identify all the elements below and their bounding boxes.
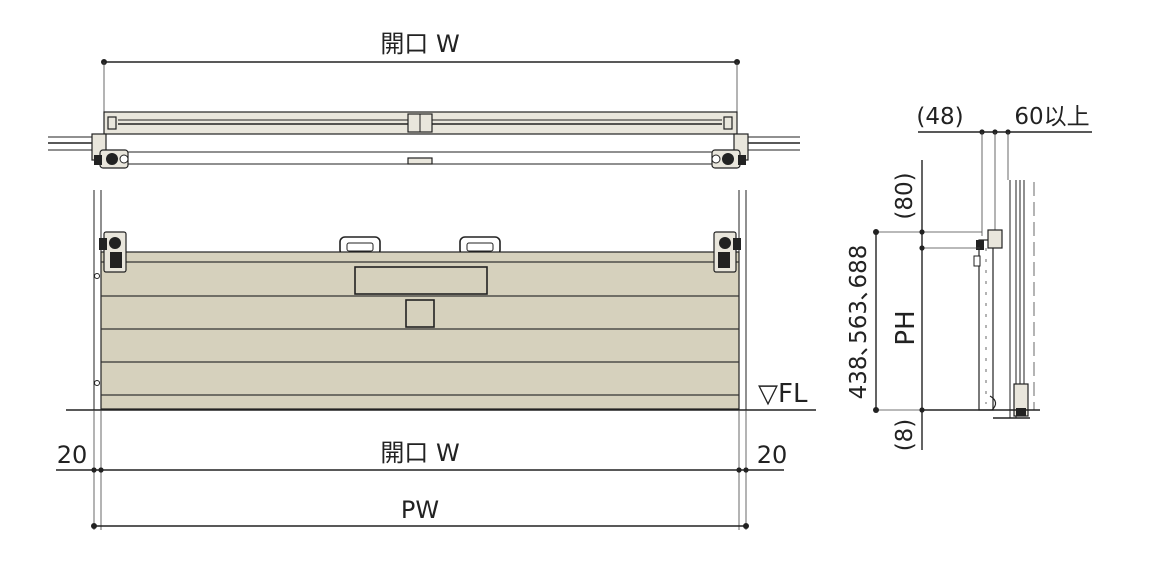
top-plan-view: 開口 W [48,30,800,169]
side-heights-label: 438､563､688 [846,245,872,400]
edge-left-label: 20 [57,441,88,469]
clamp-right-front [713,231,741,273]
panel-handle-right-grip [466,242,494,252]
dim-dot [91,467,97,473]
dim-dot [919,229,925,235]
side-section-view: (48) 60以上 (80) [846,104,1092,451]
dim-dot [98,467,104,473]
panel-handle-left-grip [346,242,374,252]
side-ph-label: PH [891,310,921,345]
dim-dot [919,407,925,413]
front-elevation: ▽FL 開口 W 20 20 PW [56,190,816,530]
dim-dot [873,229,879,235]
side-80-label: (80) [892,172,918,219]
rail-end-cap [107,116,117,130]
panel-pin [94,380,100,386]
pw-label: PW [401,496,439,524]
dim-dot [91,523,97,529]
clamp-right-top [711,149,746,169]
side-48-label: (48) [916,104,963,130]
dim-dot [743,523,749,529]
side-clamp-lever [976,240,984,250]
dim-dot [736,467,742,473]
dim-dot [743,467,749,473]
side-wall-anchor-base [1016,408,1026,416]
side-8-label: (8) [892,419,918,452]
top-opening-label: 開口 W [380,30,459,58]
plate-tab [407,157,433,165]
side-clamp-head [987,229,1003,249]
panel-pin [94,273,100,279]
panel-label-plate [354,266,488,295]
panel-inspection-window [405,299,435,328]
bottom-opening-label: 開口 W [380,439,459,467]
side-seal [989,395,997,411]
edge-right-label: 20 [757,441,788,469]
rail-end-cap [723,116,733,130]
dim-dot [873,407,879,413]
clamp-left-top [94,149,129,169]
clamp-left-front [99,231,127,273]
flood-panel [100,251,740,410]
side-clamp-stop [973,255,981,267]
side-60-label: 60以上 [1014,104,1089,130]
floor-level-label: ▽FL [758,379,808,409]
dim-dot [919,245,925,251]
